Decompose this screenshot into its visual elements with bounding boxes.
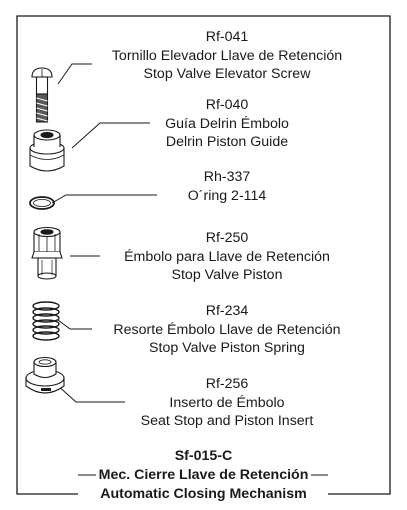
part-code: Rf-256 bbox=[205, 376, 249, 392]
spring-icon bbox=[32, 301, 60, 341]
leader-line-rh-337 bbox=[51, 194, 157, 204]
part-code: Rh-337 bbox=[203, 169, 251, 185]
piston-insert-icon bbox=[25, 356, 65, 394]
part-name-en: Stop Valve Piston bbox=[171, 267, 283, 283]
assembly-name-es-text: Mec. Cierre Llave de Retención bbox=[95, 467, 312, 483]
part-code: Rf-234 bbox=[205, 303, 249, 319]
leader-line-rf-040 bbox=[71, 122, 150, 149]
part-name-es: O´ring 2-114 bbox=[187, 187, 267, 204]
part-name-es: Émbolo para Llave de Retención bbox=[124, 248, 330, 265]
part-label-rf-041: Rf-041 Tornillo Elevador Llave de Retenc… bbox=[62, 28, 392, 84]
part-name-en: Seat Stop and Piston Insert bbox=[140, 413, 314, 429]
leader-line-rf-234 bbox=[57, 319, 92, 330]
leader-line-rf-256 bbox=[55, 383, 125, 403]
part-code: Rf-040 bbox=[205, 97, 249, 113]
part-label-rf-234: Rf-234 Resorte Émbolo Llave de Retención… bbox=[62, 302, 392, 358]
part-code: Rf-041 bbox=[205, 29, 249, 45]
part-code: Rf-250 bbox=[205, 230, 249, 246]
piston-guide-icon bbox=[29, 129, 65, 172]
assembly-name-en: Automatic Closing Mechanism bbox=[100, 486, 307, 502]
part-label-rf-040: Rf-040 Guía Delrin Émbolo Delrin Piston … bbox=[62, 96, 392, 152]
part-name-es: Resorte Émbolo Llave de Retención bbox=[113, 321, 341, 338]
part-name-en: Delrin Piston Guide bbox=[165, 134, 289, 150]
part-name-es: Inserto de Émbolo bbox=[169, 394, 285, 411]
part-name-es: Guía Delrin Émbolo bbox=[165, 115, 289, 132]
assembly-code: Sf-015-C bbox=[174, 448, 233, 464]
part-name-en: Stop Valve Elevator Screw bbox=[143, 66, 311, 82]
part-name-en: Stop Valve Piston Spring bbox=[149, 340, 305, 356]
leader-line-rf-041 bbox=[57, 63, 92, 85]
o-ring-icon bbox=[29, 196, 55, 210]
assembly-name-es: Mec. Cierre Llave de Retención bbox=[0, 466, 407, 485]
piston-icon bbox=[31, 226, 63, 280]
frame-border bbox=[16, 15, 391, 495]
part-label-rf-250: Rf-250 Émbolo para Llave de Retención St… bbox=[62, 229, 392, 285]
elevator-screw-icon bbox=[31, 67, 53, 123]
part-label-rf-256: Rf-256 Inserto de Émbolo Seat Stop and P… bbox=[62, 375, 392, 431]
part-name-es: Tornillo Elevador Llave de Retención bbox=[111, 47, 343, 64]
part-label-rh-337: Rh-337 O´ring 2-114 bbox=[62, 168, 392, 205]
